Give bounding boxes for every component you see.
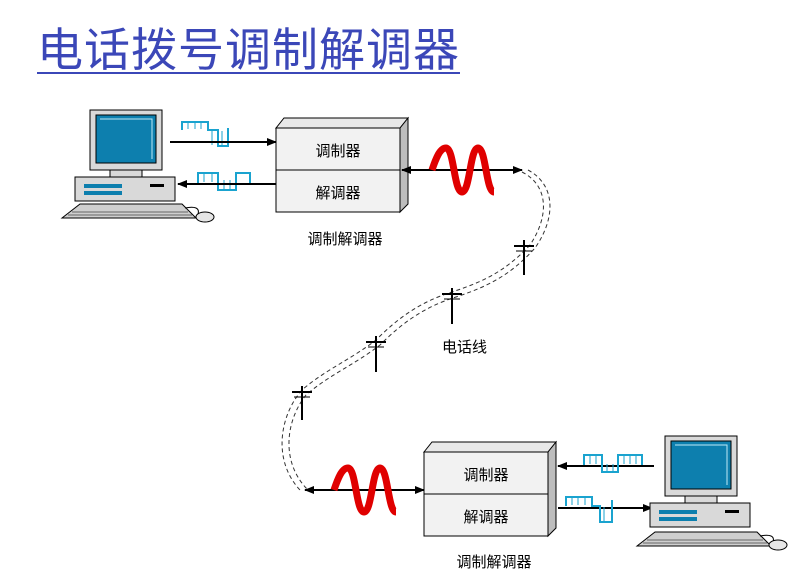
modem-bottom-demodulator-label: 解调器 [463, 508, 508, 526]
telephone-pole-icon [442, 288, 462, 324]
computer-icon [635, 435, 788, 551]
modem-top-modulator-label: 调制器 [315, 142, 360, 160]
digital-pulse [181, 121, 229, 147]
digital-pulse [197, 172, 251, 191]
modem-box-bottom [422, 440, 558, 538]
telephone-pole-icon [514, 240, 534, 275]
modem-top-demodulator-label: 解调器 [315, 184, 360, 202]
modem-bottom-caption: 调制解调器 [456, 553, 531, 571]
telephone-pole-icon [366, 336, 386, 372]
telephone-pole-icon [292, 386, 312, 420]
analog-wave [428, 144, 497, 196]
phone-line-label: 电话线 [442, 338, 487, 356]
analog-wave [330, 464, 399, 516]
digital-pulse [583, 454, 643, 473]
telephone-line [281, 169, 551, 491]
computer-icon [60, 109, 215, 223]
page-title: 电话拨号调制解调器 [37, 23, 460, 77]
modem-bottom-modulator-label: 调制器 [463, 466, 508, 484]
digital-pulse [565, 496, 613, 523]
modem-box-top [274, 116, 410, 214]
modem-top-caption: 调制解调器 [307, 230, 382, 248]
